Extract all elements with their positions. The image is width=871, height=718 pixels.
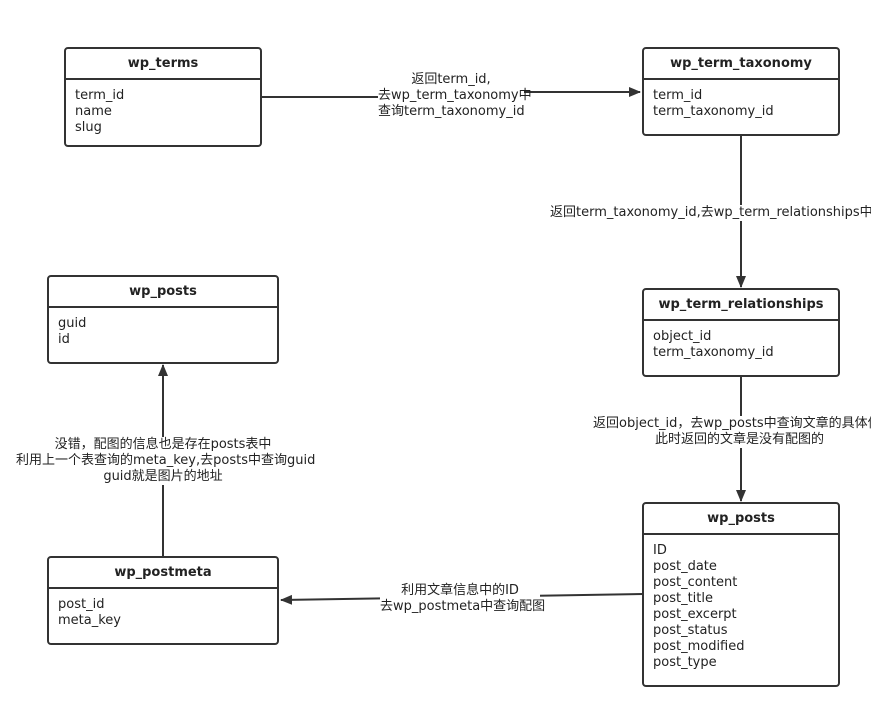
field-item: slug [75,120,102,135]
label-line: 去wp_term_taxonomy中 [378,88,532,103]
table-title: wp_posts [644,504,838,535]
field-item: post_title [653,591,713,606]
table-wp-posts-guid: wp_posts guid id [47,275,279,364]
field-list: term_id term_taxonomy_id [644,80,838,120]
label-line: 没错，配图的信息也是存在posts表中 [54,437,272,452]
table-title: wp_term_relationships [644,290,838,321]
field-item: term_id [75,88,125,103]
field-item: post_status [653,623,728,638]
label-line: 查询term_taxonomy_id [378,104,525,119]
label-postmeta-to-posts-guid: 没错，配图的信息也是存在posts表中 利用上一个表查询的meta_key,去p… [16,437,316,485]
table-wp-term-relationships: wp_term_relationships object_id term_tax… [642,288,840,377]
label-line: 去wp_postmeta中查询配图 [380,599,546,614]
field-item: post_excerpt [653,607,737,622]
field-item: post_type [653,655,717,670]
field-item: post_id [58,597,105,612]
field-list: object_id term_taxonomy_id [644,321,838,361]
label-line: 利用文章信息中的ID [401,583,519,598]
table-wp-term-taxonomy: wp_term_taxonomy term_id term_taxonomy_i… [642,47,840,136]
label-terms-to-taxonomy: 返回term_id, 去wp_term_taxonomy中 查询term_tax… [378,72,532,120]
field-item: post_date [653,559,717,574]
field-list: guid id [49,308,277,348]
table-title: wp_terms [66,49,260,80]
field-item: object_id [653,329,712,344]
table-wp-postmeta: wp_postmeta post_id meta_key [47,556,279,645]
table-wp-posts-main: wp_posts ID post_date post_content post_… [642,502,840,687]
field-item: term_taxonomy_id [653,104,774,119]
field-item: post_content [653,575,738,590]
field-list: term_id name slug [66,80,260,136]
table-title: wp_postmeta [49,558,277,589]
field-item: id [58,332,70,347]
field-item: term_taxonomy_id [653,345,774,360]
field-item: term_id [653,88,703,103]
label-line: guid就是图片的地址 [103,469,223,484]
label-posts-to-postmeta: 利用文章信息中的ID 去wp_postmeta中查询配图 [380,583,546,615]
field-item: meta_key [58,613,121,628]
table-title: wp_posts [49,277,277,308]
label-taxonomy-to-relationships: 返回term_taxonomy_id,去wp_term_relationship… [550,205,871,221]
label-line: 返回term_id, [411,72,491,87]
field-item: name [75,104,112,119]
label-line: 此时返回的文章是没有配图的 [655,432,825,447]
field-item: guid [58,316,87,331]
table-title: wp_term_taxonomy [644,49,838,80]
label-line: 返回object_id，去wp_posts中查询文章的具体信息 [593,416,871,431]
label-line: 返回term_taxonomy_id,去wp_term_relationship… [550,205,871,220]
label-relationships-to-posts: 返回object_id，去wp_posts中查询文章的具体信息 此时返回的文章是… [593,416,871,448]
table-wp-terms: wp_terms term_id name slug [64,47,262,147]
field-item: ID [653,543,667,558]
field-item: post_modified [653,639,745,654]
field-list: post_id meta_key [49,589,277,629]
label-line: 利用上一个表查询的meta_key,去posts中查询guid [16,453,316,468]
field-list: ID post_date post_content post_title pos… [644,535,838,671]
